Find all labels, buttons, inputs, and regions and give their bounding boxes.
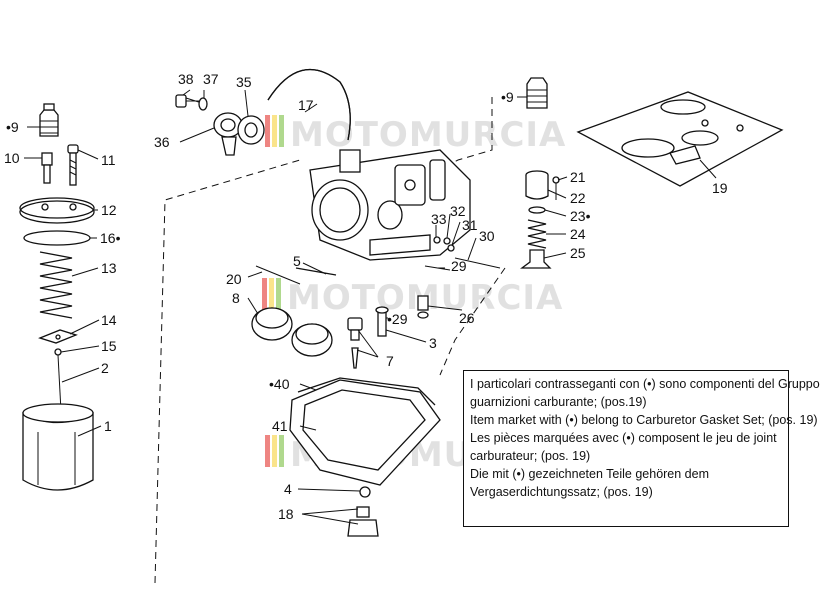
gasket-part-16 [23, 230, 91, 246]
callout-3: 3 [429, 335, 437, 351]
callout-36: 36 [154, 134, 170, 150]
washer-part-31 [447, 244, 455, 252]
clip-part-15 [54, 348, 62, 356]
note-line: Vergaserdichtungssatz; (pos. 19) [470, 485, 653, 499]
drain-plug-part-18 [347, 506, 379, 537]
adjuster-part-22 [525, 170, 549, 200]
callout-29-lower: •29 [387, 311, 408, 327]
cover-part-12 [19, 197, 95, 224]
screw-part-29 [424, 265, 451, 271]
note-line: I particolari contrasseganti con (•) son… [470, 377, 820, 391]
callout-1: 1 [104, 418, 112, 434]
float-pin-part-5 [295, 267, 337, 276]
washer-part-37 [198, 97, 208, 111]
callout-8: 8 [232, 290, 240, 306]
callout-4: 4 [284, 481, 292, 497]
watermark-text: MOTOMURCIA [290, 115, 566, 155]
callout-10: 10 [4, 150, 20, 166]
callout-16: 16• [100, 230, 121, 246]
jet-part-3 [375, 306, 389, 337]
screw-part-30 [454, 257, 501, 269]
callout-numbers: •9 10 11 12 16• 13 14 15 2 1 38 37 35 36… [4, 71, 728, 522]
spring-part-24 [527, 219, 547, 249]
assembly-line-right-lower [439, 267, 506, 376]
callout-5: 5 [293, 253, 301, 269]
choke-lever-part-36 [213, 112, 243, 156]
bowl-gasket-part-40 [297, 377, 436, 406]
callout-9-left: •9 [6, 119, 19, 135]
valve-part-25 [520, 249, 552, 269]
watermark-top: MOTOMURCIA [265, 115, 566, 155]
float-bowl-part-41 [289, 379, 441, 486]
callout-30: 30 [479, 228, 495, 244]
knob-part-35 [237, 115, 265, 145]
callout-2: 2 [101, 360, 109, 376]
screw-part-11 [67, 144, 79, 186]
needle-valve-part-7 [347, 317, 363, 369]
callout-22: 22 [570, 190, 586, 206]
screw-part-4 [359, 486, 371, 498]
float-part-8 [251, 307, 333, 357]
carburetor-body [309, 149, 471, 261]
callout-12: 12 [101, 202, 117, 218]
oring-part-23 [528, 206, 546, 214]
note-line: Les pièces marquées avec (•) composent l… [470, 431, 777, 445]
callout-40: •40 [269, 376, 290, 392]
callout-18: 18 [278, 506, 294, 522]
slide-part-1 [22, 403, 94, 491]
hose-inner [267, 68, 351, 141]
callout-33: 33 [431, 211, 447, 227]
callout-29-upper: 29 [451, 258, 467, 274]
wire-part-20 [255, 265, 301, 285]
plate-part-14 [38, 329, 78, 344]
callout-19: 19 [712, 180, 728, 196]
callout-15: 15 [101, 338, 117, 354]
callout-11: 11 [101, 152, 116, 168]
callout-37: 37 [203, 71, 219, 87]
callout-21: 21 [570, 169, 586, 185]
jet-part-26 [417, 295, 429, 319]
note-line: guarnizioni carburante; (pos.19) [470, 395, 647, 409]
callout-32: 32 [450, 203, 466, 219]
gasket-kit-part-19 [576, 91, 784, 187]
callout-31: 31 [462, 217, 478, 233]
watermark-middle: MOTOMURCIA [262, 278, 562, 318]
screw-part-21 [552, 176, 560, 200]
callout-35: 35 [236, 74, 252, 90]
note-line: carburateur; (pos. 19) [470, 449, 591, 463]
callout-17: 17 [298, 97, 314, 113]
callout-14: 14 [101, 312, 117, 328]
callout-20: 20 [226, 271, 242, 287]
callout-7: 7 [386, 353, 394, 369]
adjuster-part-10 [41, 152, 53, 184]
callout-9-right: •9 [501, 89, 514, 105]
cap-part-9-right [526, 77, 548, 109]
callout-41: 41 [272, 418, 288, 434]
callout-26: 26 [459, 310, 475, 326]
leader-lines [24, 89, 717, 525]
washer-part-32 [443, 237, 451, 245]
note-line: Die mit (•) gezeichneten Teile gehören d… [470, 467, 709, 481]
spring-part-13 [39, 251, 73, 319]
callout-13: 13 [101, 260, 117, 276]
callout-23: 23• [570, 208, 591, 224]
gasket-set-note: I particolari contrasseganti con (•) son… [463, 370, 820, 527]
note-line: Item market with (•) belong to Carbureto… [470, 413, 818, 427]
callout-38: 38 [178, 71, 194, 87]
washer-part-33 [433, 236, 441, 244]
callout-25: 25 [570, 245, 586, 261]
cap-part-9-left [39, 103, 59, 137]
callout-24: 24 [570, 226, 586, 242]
